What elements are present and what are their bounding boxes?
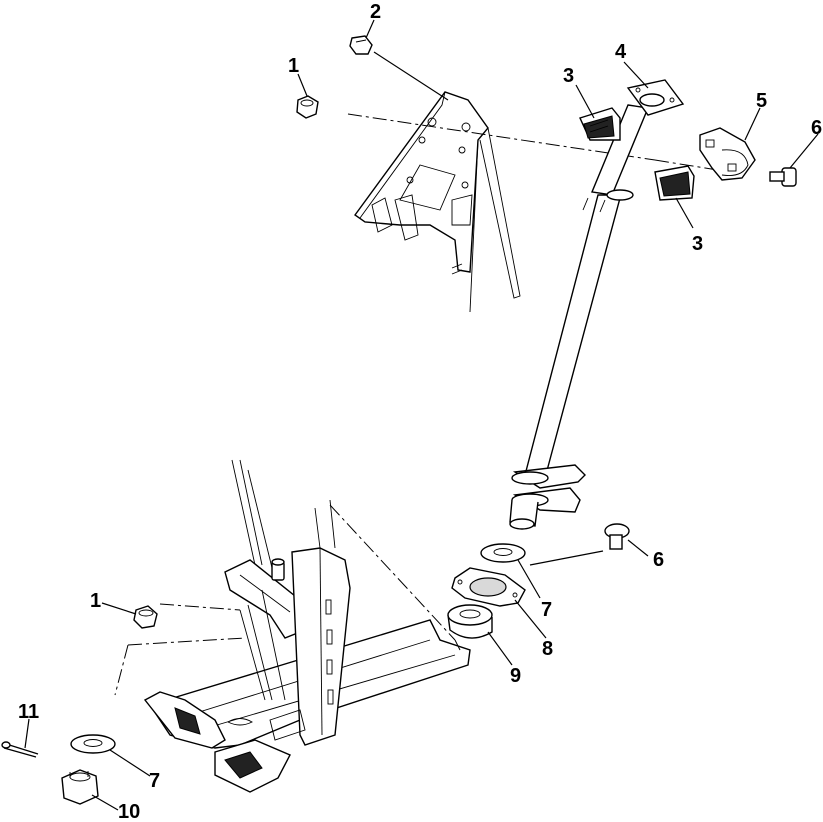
part-11-cotter-pin <box>1 741 39 758</box>
part-1-nut-top <box>296 95 319 119</box>
steering-post <box>509 104 649 530</box>
callout-labels: 1 2 3 4 5 6 3 6 7 8 9 1 11 7 10 <box>18 1 822 822</box>
callout-8: 8 <box>542 638 553 660</box>
callout-6-top: 6 <box>811 117 822 139</box>
leader-lines <box>24 19 819 811</box>
upper-centerline <box>347 113 656 161</box>
part-8-flange-plate <box>451 567 526 607</box>
part-3-bushing-top <box>579 107 621 141</box>
lower-centerline-2 <box>127 637 246 646</box>
callout-3-top: 3 <box>563 65 574 87</box>
callout-7-right: 7 <box>541 599 552 621</box>
callout-1-top: 1 <box>288 55 299 77</box>
callout-5: 5 <box>756 90 767 112</box>
callout-6-bottom: 6 <box>653 549 664 571</box>
callout-1-bottom: 1 <box>90 590 101 612</box>
part-10-castle-nut <box>61 769 99 805</box>
lower-frame <box>143 459 471 793</box>
part-7-washer-right <box>480 543 526 563</box>
lower-centerline-5 <box>454 639 461 651</box>
lower-centerline-4 <box>329 504 456 641</box>
callout-7-bottom: 7 <box>149 770 160 792</box>
callout-2: 2 <box>370 1 381 23</box>
callout-9: 9 <box>510 665 521 687</box>
part-6-bolt-top <box>769 167 797 187</box>
callout-4: 4 <box>615 41 627 63</box>
upper-bracket-plate <box>354 91 521 313</box>
callout-11: 11 <box>18 701 39 723</box>
part-4-flange <box>626 79 685 116</box>
part-6-bolt-bottom <box>604 523 630 550</box>
lower-centerline-3 <box>114 644 129 696</box>
part-9-bushing-ring <box>447 604 493 639</box>
part-1-nut-bottom <box>133 605 158 629</box>
lower-centerline-1 <box>159 603 241 611</box>
callout-3-bottom: 3 <box>692 233 703 255</box>
part-7-washer-bottom <box>70 734 116 754</box>
part-5-bracket <box>699 127 756 181</box>
callout-10: 10 <box>118 801 140 822</box>
part-3-bushing-bottom <box>654 165 695 201</box>
part-2-bolt <box>349 35 373 55</box>
